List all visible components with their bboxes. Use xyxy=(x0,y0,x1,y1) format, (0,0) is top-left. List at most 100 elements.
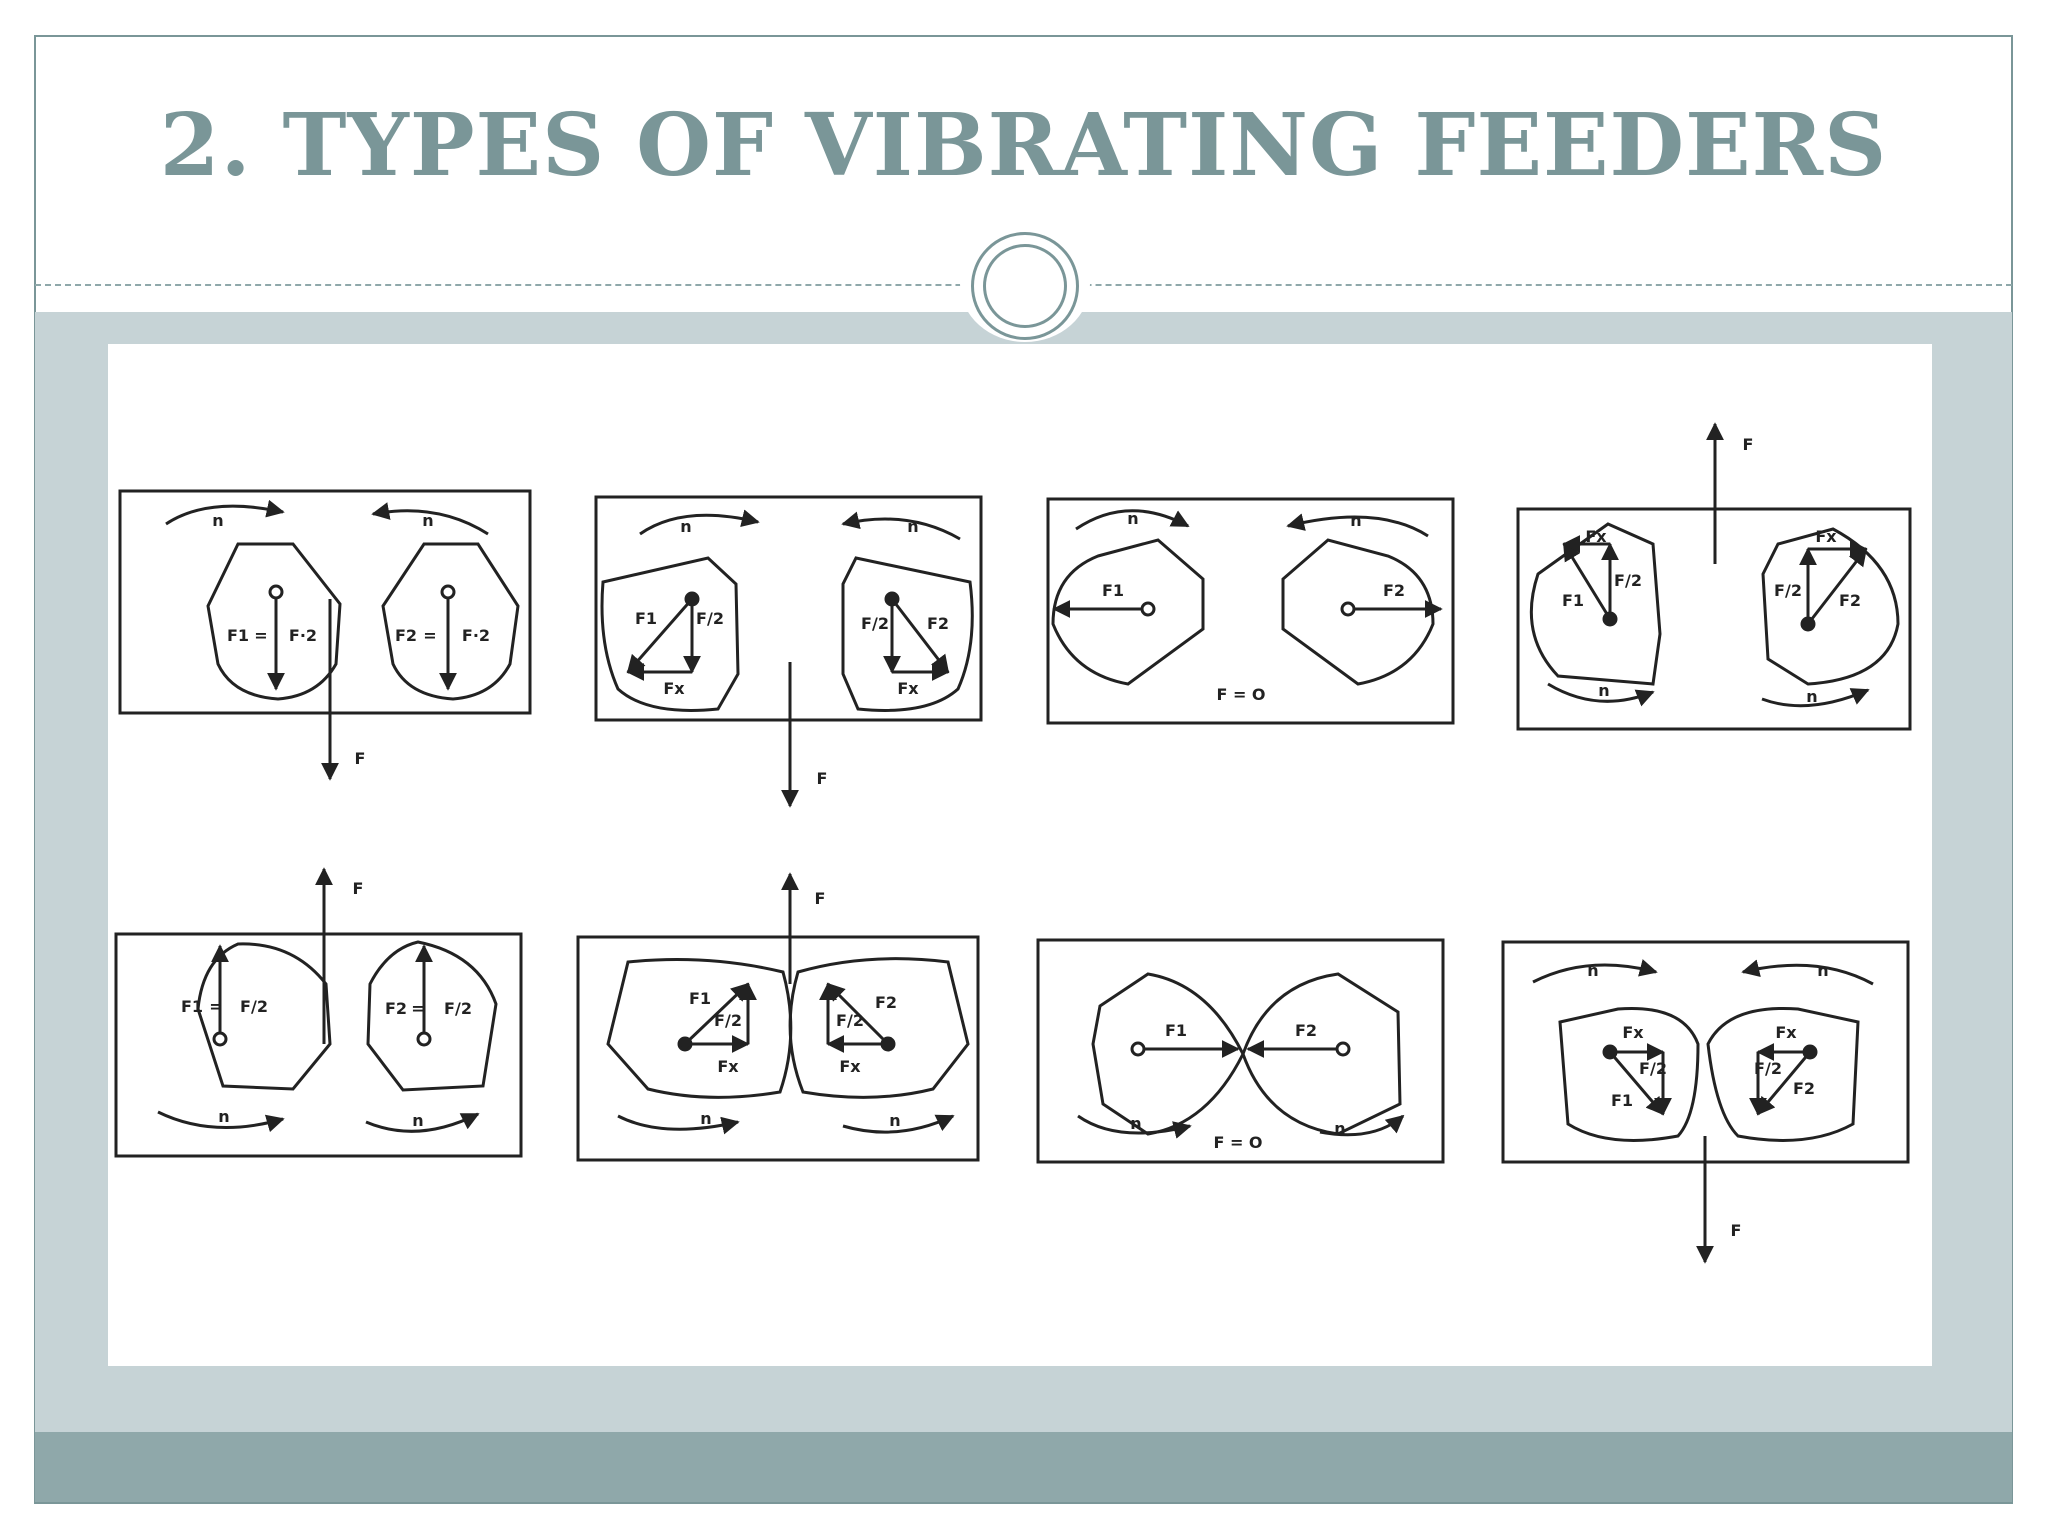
panel-2-n-left: n xyxy=(680,517,691,536)
panel-4-rotation-left xyxy=(1547,682,1655,707)
panel-6-fx-right-label: Fx xyxy=(839,1057,861,1076)
panel-6-F-label: F xyxy=(815,889,826,908)
panel-4-mass-left xyxy=(1529,522,1662,686)
panel-3-f2-label: F2 xyxy=(1383,581,1405,600)
panel-2-F-label: F xyxy=(817,769,828,788)
panel-8-n-right: n xyxy=(1817,961,1828,980)
panel-2-rotation-right xyxy=(841,511,961,541)
panel-8-mass-left xyxy=(1558,1006,1700,1142)
panel-7-n-left: n xyxy=(1130,1114,1141,1133)
panel-5-eq1: = xyxy=(209,997,222,1016)
panel-2-mass-right xyxy=(841,556,974,712)
panel-4-mass-right xyxy=(1761,527,1900,686)
panel-5-n-left: n xyxy=(218,1107,229,1126)
panel-7-rotation-right xyxy=(1319,1114,1405,1137)
panel-4-fhalf-right-label: F/2 xyxy=(1774,581,1802,600)
panel-1-f2: F2 xyxy=(395,626,417,645)
panel-8-fx-left-label: Fx xyxy=(1622,1023,1644,1042)
panel-7-pivot-left xyxy=(1130,1041,1146,1057)
panel-1-pivot-left xyxy=(268,584,284,600)
panel-6-frame xyxy=(576,935,980,1162)
panel-1-rotation-right xyxy=(371,502,489,536)
panel-4-n-right: n xyxy=(1806,687,1817,706)
panel-4-F-label: F xyxy=(1743,435,1754,454)
panel-7-pivot-right xyxy=(1335,1041,1351,1057)
panel-8-n-left: n xyxy=(1587,961,1598,980)
panel-2-mass-left xyxy=(600,556,740,712)
panel-8-f2-label: F2 xyxy=(1793,1079,1815,1098)
panel-1-eq2: = xyxy=(423,626,436,645)
panel-1-mass-right xyxy=(381,542,520,701)
panel-4-fx-right-label: Fx xyxy=(1815,527,1837,546)
panel-6-mass-right xyxy=(788,957,970,1099)
panel-5-pivot-left xyxy=(212,1031,228,1047)
panel-7-rotation-left xyxy=(1077,1114,1192,1139)
panel-8-mass-right xyxy=(1706,1006,1860,1142)
panel-5-fhalf-left-label: F/2 xyxy=(240,997,268,1016)
panel-3-mass-right xyxy=(1281,538,1435,686)
panel-6-n-left: n xyxy=(700,1109,711,1128)
panel-5-n-right: n xyxy=(412,1111,423,1130)
panel-2-fx-right-label: Fx xyxy=(897,679,919,698)
panel-2-f2-label: F2 xyxy=(927,614,949,633)
panel-1-pivot-right xyxy=(440,584,456,600)
panel-5-mass-right xyxy=(366,940,498,1092)
panel-2-fhalf-left-label: F/2 xyxy=(696,609,724,628)
panel-3-pivot-left xyxy=(1140,601,1156,617)
panel-4-f1-label: F1 xyxy=(1562,591,1584,610)
panel-7-mass-left xyxy=(1091,972,1245,1136)
panel-8-fhalf-left-label: F/2 xyxy=(1639,1059,1667,1078)
panel-8-fx-right-label: Fx xyxy=(1775,1023,1797,1042)
panel-6-fx-left-label: Fx xyxy=(717,1057,739,1076)
panel-5-mass-left xyxy=(196,942,332,1091)
panel-8-rotation-right xyxy=(1741,959,1874,986)
panel-2-rotation-left xyxy=(639,509,760,536)
panel-2-pivot-left xyxy=(684,591,700,607)
panel-8-F-label: F xyxy=(1731,1221,1742,1240)
panel-6-fhalf-left-label: F/2 xyxy=(714,1011,742,1030)
slide-title: 2. TYPES OF VIBRATING FEEDERS xyxy=(159,95,1888,196)
panel-3-fzero-label: F = O xyxy=(1216,685,1265,704)
panel-5-frame xyxy=(114,932,523,1158)
panel-7-f1-label: F1 xyxy=(1165,1021,1187,1040)
panel-4-f2-label: F2 xyxy=(1839,591,1861,610)
panel-3-n-right: n xyxy=(1350,511,1361,530)
panel-6-f2-label: F2 xyxy=(875,993,897,1012)
panel-6-f2 xyxy=(826,982,890,1046)
panel-3-frame xyxy=(1046,497,1455,725)
panel-2-f2 xyxy=(890,598,950,674)
panel-1-frame xyxy=(118,489,532,715)
panel-7-frame xyxy=(1036,938,1445,1164)
panel-1-fhalf-left: F·2 xyxy=(289,626,317,645)
panel-6-rotation-right xyxy=(842,1114,955,1134)
panel-4-fx-left-label: Fx xyxy=(1585,527,1607,546)
panel-5-fhalf-right-label: F/2 xyxy=(444,999,472,1018)
panel-8-f1-label: F1 xyxy=(1611,1091,1633,1110)
panel-8-fhalf-right-label: F/2 xyxy=(1754,1059,1782,1078)
panel-7-n-right: n xyxy=(1334,1119,1345,1138)
panel-5-eq2: = xyxy=(411,999,424,1018)
panel-5-rotation-left xyxy=(157,1110,285,1133)
panel-2-n-right: n xyxy=(907,517,918,536)
panel-1-eq1: = xyxy=(254,626,267,645)
divider-ring-inner-icon xyxy=(983,244,1067,328)
panel-5-rotation-right xyxy=(365,1112,480,1133)
panel-8-rotation-left xyxy=(1532,959,1658,984)
panel-7-mass-right xyxy=(1241,972,1402,1136)
panel-7-fzero-label: F = O xyxy=(1213,1133,1262,1152)
panel-6-rotation-left xyxy=(617,1114,740,1135)
panel-3-rotation-left xyxy=(1075,509,1190,531)
panel-5-f1-label: F1 xyxy=(181,997,203,1016)
panel-2-fx-left-label: Fx xyxy=(663,679,685,698)
panel-1-f1: F1 xyxy=(227,626,249,645)
panel-1-rotation-left xyxy=(165,499,285,526)
panel-7-f2-label: F2 xyxy=(1295,1021,1317,1040)
panel-3-n-left: n xyxy=(1127,509,1138,528)
panel-6-f1-label: F1 xyxy=(689,989,711,1008)
panel-4-n-left: n xyxy=(1598,681,1609,700)
panel-6-fhalf-right-label: F/2 xyxy=(836,1011,864,1030)
panel-1-n-right: n xyxy=(422,511,433,530)
panel-1-fhalf-right: F·2 xyxy=(462,626,490,645)
